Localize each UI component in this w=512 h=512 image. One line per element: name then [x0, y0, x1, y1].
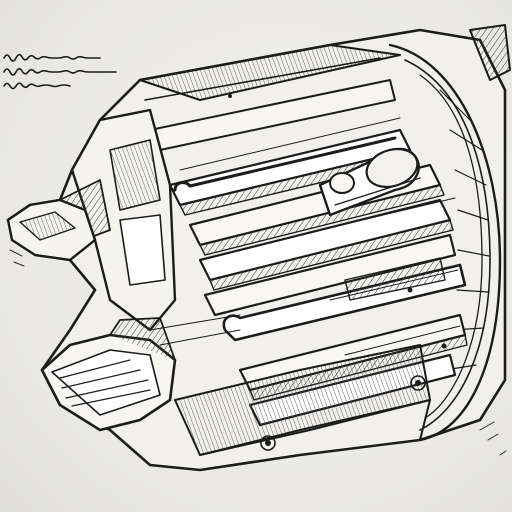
- rear-coupling: [469, 24, 511, 81]
- rear-housing: [388, 43, 502, 442]
- handwritten-annotation: [3, 53, 117, 90]
- rivets: [228, 94, 447, 446]
- fuel-canister: [318, 147, 421, 217]
